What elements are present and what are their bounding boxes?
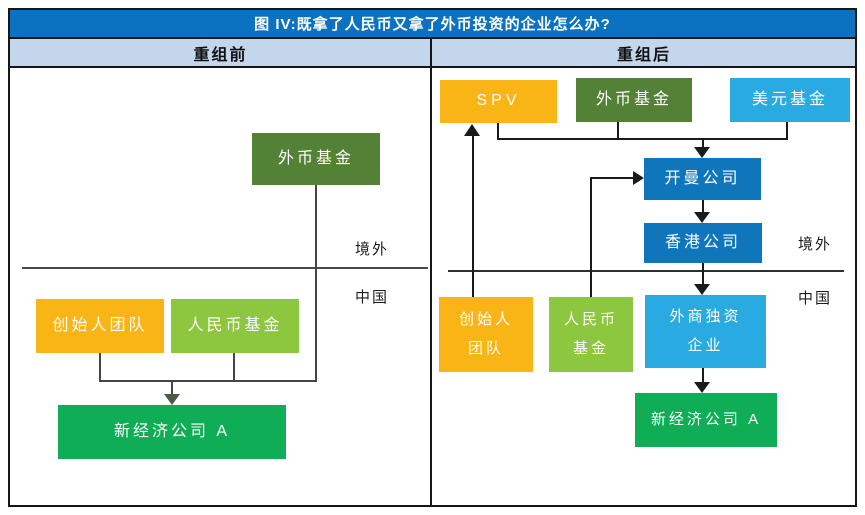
node-label: 美元基金 [751, 90, 828, 108]
connector-usd-fund-down [786, 122, 788, 140]
arrow-stem-cayman-to-hk [702, 200, 704, 213]
node-new-economy-company-before: 新经济公司 A [58, 405, 286, 459]
connector-top-junction-bar [497, 138, 788, 140]
node-label: 新经济公司 A [650, 410, 762, 428]
connector-rmb-to-cayman-horizontal [590, 177, 634, 179]
node-label: 企业 [687, 336, 724, 354]
node-rmb-fund-before: 人民币基金 [171, 299, 299, 353]
arrow-down-icon [694, 382, 710, 393]
arrow-down-icon [694, 147, 710, 158]
node-new-economy-company-after: 新经济公司 A [635, 393, 777, 447]
node-label: 创始人团队 [52, 316, 148, 334]
connector-founder-down [99, 353, 101, 381]
connector-rmb-to-cayman-vertical [590, 178, 592, 297]
header-before: 重组前 [193, 46, 248, 64]
table-outer-border [8, 8, 857, 507]
node-label: 开曼公司 [664, 169, 741, 187]
border-line-before [22, 267, 428, 269]
connector-junction-bar [99, 380, 317, 382]
column-divider [430, 37, 432, 505]
node-label: 团队 [467, 339, 504, 357]
arrow-down-icon [694, 212, 710, 223]
connector-rmb-down [233, 353, 235, 381]
arrow-stem-wfoe-to-company [702, 368, 704, 383]
header-after: 重组后 [616, 46, 671, 64]
arrow-stem-to-company-before [171, 381, 173, 395]
node-label: 基金 [572, 339, 609, 357]
connector-foreign-fund-after-down [617, 122, 619, 140]
node-foreign-fund-before: 外币基金 [252, 133, 380, 185]
node-label: 外币基金 [277, 149, 354, 167]
node-label: 人民币基金 [187, 316, 283, 334]
arrow-right-icon [633, 171, 644, 185]
connector-foreign-fund-down [315, 185, 317, 381]
connector-founder-to-spv [472, 134, 474, 297]
arrow-stem-hk-to-wfoe [702, 263, 704, 285]
node-label: 人民币 [563, 311, 618, 328]
node-foreign-fund-after: 外币基金 [576, 78, 692, 122]
figure-title-bar: 图 IV:既拿了人民币又拿了外币投资的企业怎么办? [10, 10, 855, 37]
label-china-before: 中国 [354, 289, 389, 306]
arrow-down-icon [694, 284, 710, 295]
node-label: 创始人 [458, 311, 513, 328]
node-founder-team-before: 创始人团队 [36, 299, 164, 353]
node-founder-team-after: 创始人 团队 [439, 297, 533, 372]
arrow-down-icon [164, 394, 180, 405]
label-offshore-before: 境外 [354, 241, 389, 258]
node-label: 外商独资 [669, 308, 742, 325]
connector-spv-down [497, 123, 499, 140]
label-china-after: 中国 [797, 290, 832, 307]
node-spv: SPV [440, 80, 557, 123]
node-label: 外币基金 [595, 90, 672, 108]
node-label: SPV [476, 92, 521, 110]
column-header-row: 重组前 重组后 [10, 37, 855, 68]
node-hk-company: 香港公司 [644, 223, 762, 263]
figure-title: 图 IV:既拿了人民币又拿了外币投资的企业怎么办? [254, 16, 611, 33]
arrow-stem-to-cayman [702, 138, 704, 148]
label-offshore-after: 境外 [797, 236, 832, 253]
node-label: 新经济公司 A [113, 422, 231, 440]
arrow-up-icon [464, 124, 480, 136]
node-usd-fund: 美元基金 [730, 78, 850, 122]
node-wfoe: 外商独资 企业 [645, 295, 766, 368]
node-cayman-company: 开曼公司 [644, 158, 761, 200]
node-rmb-fund-after: 人民币 基金 [549, 297, 633, 372]
node-label: 香港公司 [664, 233, 741, 251]
border-line-after [448, 270, 844, 272]
